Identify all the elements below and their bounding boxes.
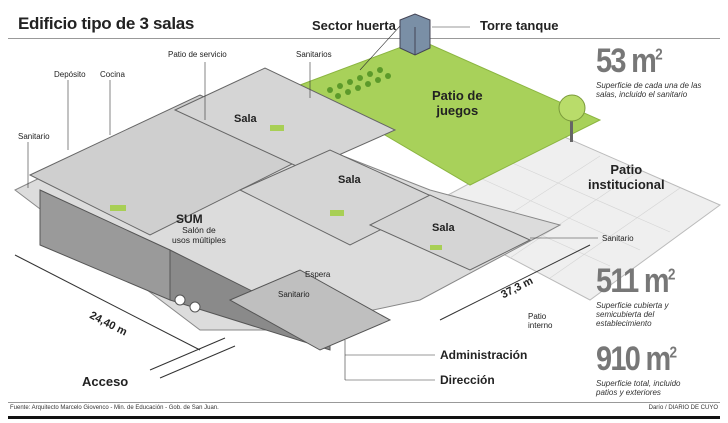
top-divider <box>8 38 720 39</box>
length-dimension-line <box>439 244 591 321</box>
label-sanitario-center: Sanitario <box>278 290 310 299</box>
width-dimension-line <box>14 254 201 351</box>
patio-juegos-grass <box>298 39 602 186</box>
page-title: Edificio tipo de 3 salas <box>18 14 195 33</box>
label-acceso: Acceso <box>82 374 129 389</box>
label-sector-huerta: Sector huerta <box>312 18 396 33</box>
label-patio-servicio: Patio de servicio <box>168 50 227 59</box>
huerta-rows <box>327 67 391 99</box>
credit-text: Darío / DIARIO DE CUYO <box>648 405 718 411</box>
torre-tanque-icon <box>399 13 431 56</box>
bottom-bar <box>8 416 720 419</box>
label-cocina: Cocina <box>100 70 125 79</box>
label-sanitario-left: Sanitario <box>18 132 50 141</box>
stat-total-area: 910 m2 Superficie total, incluido patios… <box>596 340 681 397</box>
stat-sala-area: 53 m2 Superficie de cada una de las sala… <box>596 42 702 99</box>
source-text: Fuente: Arquitecto Marcelo Giovenco - Mi… <box>10 405 219 411</box>
label-sanitarios: Sanitarios <box>296 50 332 59</box>
label-deposito: Depósito <box>54 70 86 79</box>
label-sala-2: Sala <box>338 174 361 186</box>
access-arrows <box>149 337 236 379</box>
tree-icon <box>558 94 586 142</box>
label-sala-1: Sala <box>234 113 257 125</box>
label-sum: SUM <box>176 212 203 226</box>
label-direccion: Dirección <box>440 373 495 387</box>
label-administracion: Administración <box>440 348 528 362</box>
label-torre-tanque: Torre tanque <box>480 18 559 33</box>
stat-covered-area: 511 m2 Superficie cubierta y semicubiert… <box>596 262 675 328</box>
footer-divider <box>8 402 720 403</box>
label-espera: Espera <box>305 270 331 279</box>
label-sala-3: Sala <box>432 222 455 234</box>
label-sanitario-right: Sanitario <box>602 234 634 243</box>
